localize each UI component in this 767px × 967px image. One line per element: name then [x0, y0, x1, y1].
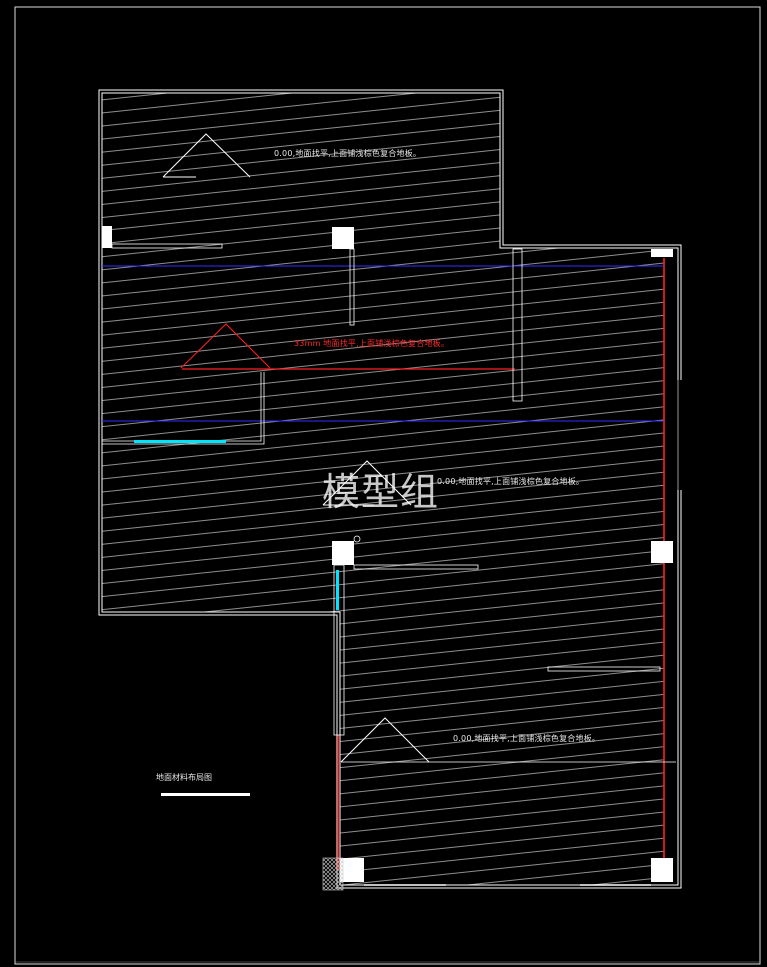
wall-center-horizontal	[353, 564, 479, 570]
column-bottom-left	[340, 858, 364, 882]
window-gap-right-1	[676, 380, 684, 490]
note-bottom-room: 0.00,地面找平,上面铺浅棕色复合地板。	[453, 734, 601, 743]
level-marker-center	[322, 460, 412, 506]
wall-top-left	[111, 243, 223, 249]
column-right-center	[651, 541, 673, 563]
level-marker-red	[180, 323, 271, 369]
level-marker-bottom	[340, 717, 430, 763]
note-mid-red: 33mm 地面找平,上面铺浅棕色复合地板。	[294, 339, 450, 348]
wall-cyan	[134, 440, 226, 443]
column-bottom-right	[651, 858, 673, 882]
column-center	[332, 541, 354, 565]
wall-center-vertical-lower	[333, 564, 345, 736]
column-top-center	[332, 227, 354, 249]
column-hatched	[322, 857, 344, 891]
legend-underline	[161, 793, 250, 796]
wall-center-vertical	[512, 248, 523, 402]
outer-wall-inner	[101, 92, 679, 886]
outer-wall-outer	[98, 89, 682, 889]
legend-title: 地面材料布局图	[156, 773, 212, 782]
wall-cyan-vertical	[336, 570, 339, 610]
floor-hatch-area	[102, 93, 664, 885]
column-top-right	[651, 249, 673, 257]
note-top-room: 0.00,地面找平,上面铺浅棕色复合地板。	[274, 149, 422, 158]
level-marker-top	[162, 133, 251, 178]
column-top-left	[102, 226, 112, 248]
wall-lower-right	[547, 666, 661, 672]
note-center-room: 0.00,地面找平,上面铺浅棕色复合地板。	[437, 477, 585, 486]
watermark-text: 模型组	[322, 470, 440, 514]
wall-top-center	[349, 248, 355, 326]
drawing-frame	[14, 6, 761, 965]
